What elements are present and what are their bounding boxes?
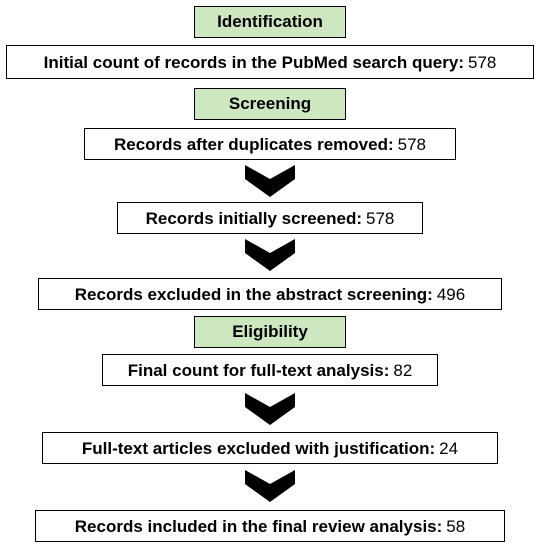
chevron-down-icon (245, 393, 295, 425)
chevron-down-icon (245, 165, 295, 197)
box-fulltext-excluded-label: Full-text articles excluded with justifi… (81, 438, 436, 458)
box-duplicates-removed-value: 578 (397, 134, 427, 154)
box-excluded-abstract: Records excluded in the abstract screeni… (38, 278, 502, 310)
box-initially-screened: Records initially screened: 578 (117, 202, 423, 234)
chevron-down-icon (245, 239, 295, 271)
box-included-final: Records included in the final review ana… (35, 510, 505, 542)
box-initial-count: Initial count of records in the PubMed s… (6, 45, 534, 79)
box-duplicates-removed-label: Records after duplicates removed: (113, 134, 394, 154)
stage-screening: Screening (194, 88, 346, 120)
box-fulltext-excluded: Full-text articles excluded with justifi… (42, 432, 498, 464)
box-excluded-abstract-label: Records excluded in the abstract screeni… (74, 284, 433, 304)
box-fulltext-count-label: Final count for full-text analysis: (127, 360, 390, 380)
box-fulltext-count-value: 82 (393, 360, 413, 380)
box-included-final-label: Records included in the final review ana… (74, 516, 443, 536)
box-excluded-abstract-value: 496 (436, 284, 466, 304)
stage-eligibility-label: Eligibility (232, 322, 308, 341)
box-fulltext-count: Final count for full-text analysis: 82 (102, 354, 438, 386)
stage-screening-label: Screening (228, 94, 312, 113)
box-duplicates-removed: Records after duplicates removed: 578 (84, 128, 456, 160)
box-initial-count-value: 578 (467, 52, 497, 72)
box-initial-count-label: Initial count of records in the PubMed s… (43, 52, 464, 72)
box-included-final-value: 58 (446, 516, 466, 536)
box-initially-screened-label: Records initially screened: (145, 208, 362, 228)
chevron-down-icon (245, 470, 295, 502)
stage-identification: Identification (194, 6, 346, 38)
box-initially-screened-value: 578 (366, 208, 395, 228)
stage-identification-label: Identification (217, 12, 323, 31)
box-fulltext-excluded-value: 24 (439, 438, 459, 458)
stage-eligibility: Eligibility (194, 316, 346, 348)
